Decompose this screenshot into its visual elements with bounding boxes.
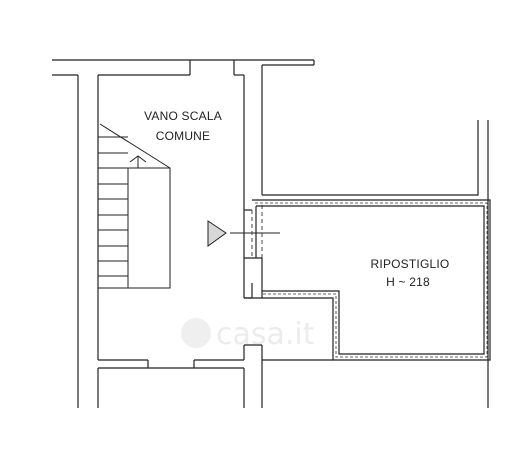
stair-hall-right-wall — [243, 60, 315, 408]
top-boundary — [52, 59, 314, 76]
storage-room-label: RIPOSTIGLIO — [371, 257, 450, 271]
storage-room-height: H ~ 218 — [386, 275, 430, 289]
storage-room-walls — [251, 120, 491, 408]
door-jambs — [243, 210, 262, 346]
watermark-logo-icon — [181, 318, 211, 348]
storage-dashed-outline — [255, 202, 488, 358]
stair-hall-bottom-wall — [98, 359, 244, 369]
watermark: casa.it — [181, 317, 315, 352]
stair-hall-label-line1: VANO SCALA — [144, 109, 222, 123]
entrance-arrow — [207, 220, 280, 247]
staircase — [98, 123, 171, 289]
door-opening-dashes — [251, 205, 263, 258]
stair-hall-label-line2: COMUNE — [156, 129, 211, 143]
watermark-text: casa.it — [216, 317, 315, 352]
left-wall — [77, 75, 99, 408]
